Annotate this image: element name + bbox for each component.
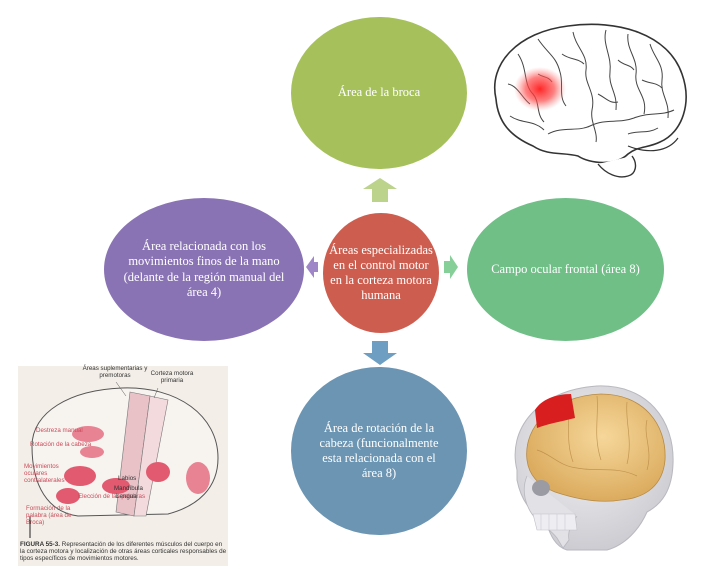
arrow-right-icon [444,255,458,279]
arrow-left-icon [306,256,318,278]
textbook-motor-cortex-figure: Áreas suplementarias y premotoras Cortez… [18,365,228,566]
arrow-down-icon [363,341,397,365]
label-head-rotation: Rotación de la cabeza [30,441,92,448]
header-supplementary-areas: Áreas suplementarias y premotoras [82,365,148,379]
central-concept-node: Áreas especializadas en el control motor… [323,213,439,333]
frontal-eye-field-node: Campo ocular frontal (área 8) [467,198,664,341]
brain-broca-illustration [493,23,687,178]
figure-caption: FIGURA 55-3. Representación de los difer… [20,541,228,563]
motor-cortex-diagram-icon [29,381,219,538]
label-broca-area: Formación de la palabra (área de Broca) [26,505,72,526]
label-word-choice: Elección de las palabras [78,493,146,500]
label-manual-dexterity: Destreza manual [36,427,83,434]
skull-brain-illustration [514,385,674,551]
label-lips: Labios [118,475,137,482]
header-primary-motor-cortex: Corteza motora primaria [150,370,194,384]
label-jaw: Mandíbula [114,485,143,492]
hand-movement-area-label: Área relacionada con los movimientos fin… [123,239,285,299]
head-rotation-area-node: Área de rotación de la cabeza (funcional… [291,367,467,535]
broca-area-label: Área de la broca [337,85,421,100]
broca-area-node: Área de la broca [291,17,467,169]
arrow-up-icon [363,178,397,202]
frontal-eye-field-label: Campo ocular frontal (área 8) [491,261,640,276]
figure-caption-text: Representación de los diferentes músculo… [20,541,227,563]
head-rotation-area-label: Área de rotación de la cabeza (funcional… [319,420,439,481]
label-tongue: Lengua [116,493,137,500]
hand-movement-area-node: Área relacionada con los movimientos fin… [104,198,304,341]
central-concept-label: Áreas especializadas en el control motor… [329,242,433,303]
figure-caption-number: FIGURA 55-3. [20,541,61,548]
label-eye-movements: Movimientos oculares contralaterales [24,463,65,484]
